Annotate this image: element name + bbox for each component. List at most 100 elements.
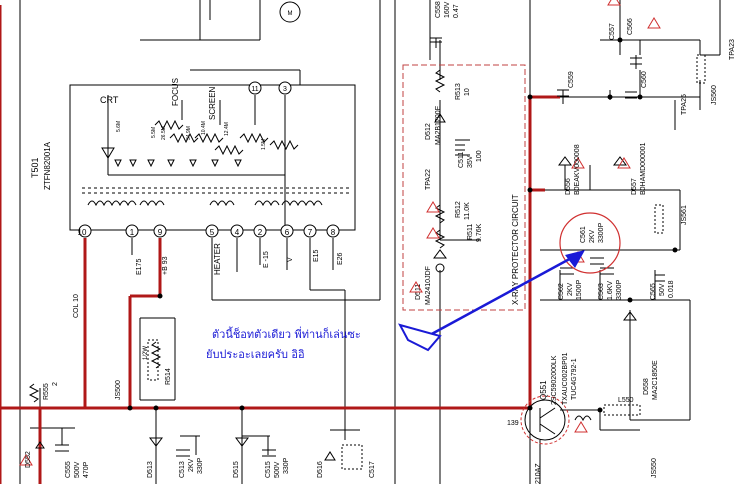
d512-part: MA2B1700E — [435, 105, 442, 145]
c560: C560 — [641, 71, 648, 88]
q551-highlight — [520, 395, 570, 445]
res-1-5m: 1.5M — [261, 139, 267, 150]
r555-ref: R555 — [43, 383, 50, 400]
pin-2: 2 — [258, 228, 263, 237]
annotation-text: ตัวนี้ช็อทตัวเดียว พี่ท่านก็เล่นซะ ยับปร… — [206, 325, 361, 365]
power-traces — [0, 5, 560, 484]
c561-val: 3300P — [598, 222, 605, 243]
c561-ref: C561 — [580, 226, 587, 243]
d556-ref: D556 — [565, 178, 572, 195]
c555-ref: C555 — [65, 461, 72, 478]
c511-ref: C511 — [458, 152, 465, 168]
d552: D552 — [25, 451, 32, 468]
t501-part: ZTFN82001A — [43, 141, 52, 190]
net-139: 139 — [507, 420, 519, 427]
pin-3: 3 — [283, 86, 287, 93]
r511-ref: R511 — [467, 224, 474, 240]
c558-ref: C558 — [435, 1, 442, 18]
d557-ref: D557 — [631, 178, 638, 195]
c517: C517 — [369, 461, 376, 478]
pin-11: 11 — [251, 86, 258, 93]
d558-part: MA2C1850E — [652, 360, 659, 400]
c515-val: 330P — [283, 457, 290, 474]
c511-v: 35V — [467, 155, 474, 168]
screen-label: SCREEN — [208, 86, 217, 120]
right-components — [524, 54, 706, 441]
q551-part: 2SC5902000LK — [551, 355, 558, 405]
transformer-t501: M — [69, 1, 356, 238]
c565-val: 0.018 — [668, 280, 675, 298]
r511-val: 9.76K — [476, 223, 483, 242]
pin-6: 6 — [285, 228, 290, 237]
pin-7: 7 — [308, 228, 313, 237]
d512-ref: D512 — [425, 123, 432, 140]
r514-w: 1/2W — [143, 346, 149, 360]
c563-val: 3300P — [616, 279, 623, 300]
black-wiring — [19, 0, 721, 484]
c513-ref: C513 — [179, 461, 186, 478]
net-col10: COL 10 — [73, 294, 80, 318]
xray-protector-box — [402, 64, 526, 311]
net-e175: E175 — [136, 259, 143, 275]
c559: C559 — [568, 71, 575, 88]
c562-ref: C562 — [558, 283, 565, 300]
left-components — [28, 339, 363, 470]
junction-dots — [127, 37, 678, 413]
r512-ref: R512 — [455, 201, 462, 218]
tpa25: TPA25 — [681, 94, 688, 115]
js550: JS550 — [651, 458, 658, 478]
c557: C557 — [609, 23, 616, 40]
res-10-4m: 10.4M — [201, 121, 207, 135]
c565-v: 50V — [659, 283, 666, 296]
js560: JS560 — [711, 85, 718, 105]
annotation-arrow — [398, 250, 585, 352]
r513-ref: R513 — [455, 83, 462, 100]
res-34-9m: 34.9M — [186, 126, 192, 140]
c562-val: 1500P — [576, 279, 583, 300]
q551-alt2: TUC4G792-1 — [571, 358, 578, 400]
annotation-line-2: ยับประอะเลยครับ อิอิ — [206, 348, 305, 361]
q551-ref: Q551 — [539, 380, 548, 400]
d515: D515 — [233, 461, 240, 478]
net-e-15: E -15 — [263, 251, 270, 268]
res-26-5m: 26.5M — [161, 126, 167, 140]
c558-v: 160V — [444, 1, 451, 18]
d516: D516 — [317, 461, 324, 478]
c561-highlight-circle — [559, 212, 621, 274]
c562-v: 2KV — [567, 282, 574, 296]
q551-alt1: TXAUC002BP01 — [562, 352, 569, 405]
js500: JS500 — [115, 380, 122, 400]
net-e26: E26 — [337, 252, 344, 265]
focus-label: FOCUS — [171, 78, 180, 106]
d558-ref: D558 — [643, 378, 650, 395]
m-connector-label: M — [288, 11, 293, 17]
xray-components — [430, 37, 465, 273]
c515-ref: C515 — [265, 461, 272, 478]
js561: JS561 — [681, 205, 688, 225]
crt-label: CRT — [100, 95, 119, 105]
res-12-4m: 12.4M — [224, 122, 230, 136]
r555-val: 2 — [52, 382, 59, 386]
c558-val: 0.47 — [453, 4, 460, 18]
res-5-6m: 5.6M — [116, 121, 122, 132]
c513-v: 2KV — [188, 458, 195, 472]
d556-part: B0EAKV000008 — [574, 144, 581, 195]
c515-v: 500V — [274, 461, 281, 478]
c565-ref: C565 — [650, 283, 657, 300]
c563-v: 1.6KV — [607, 281, 614, 300]
heater-label: HEATER — [213, 243, 222, 275]
res-5-5m: 5.5M — [151, 127, 157, 138]
net-210az: 210AZ — [535, 463, 542, 484]
d511-part: MA2410JDF — [425, 266, 432, 305]
net-e15: E15 — [313, 249, 320, 262]
r513-val: 10 — [464, 88, 471, 96]
pin-9: 9 — [158, 228, 163, 237]
c561-v: 2KV — [589, 229, 596, 243]
d557-part: B0HAMD000001 — [640, 142, 647, 195]
pin-4: 4 — [235, 228, 240, 237]
c566: C566 — [627, 18, 634, 35]
d513: D513 — [147, 461, 154, 478]
t501-ref: T501 — [30, 157, 40, 178]
c555-v: 500V — [74, 461, 81, 478]
